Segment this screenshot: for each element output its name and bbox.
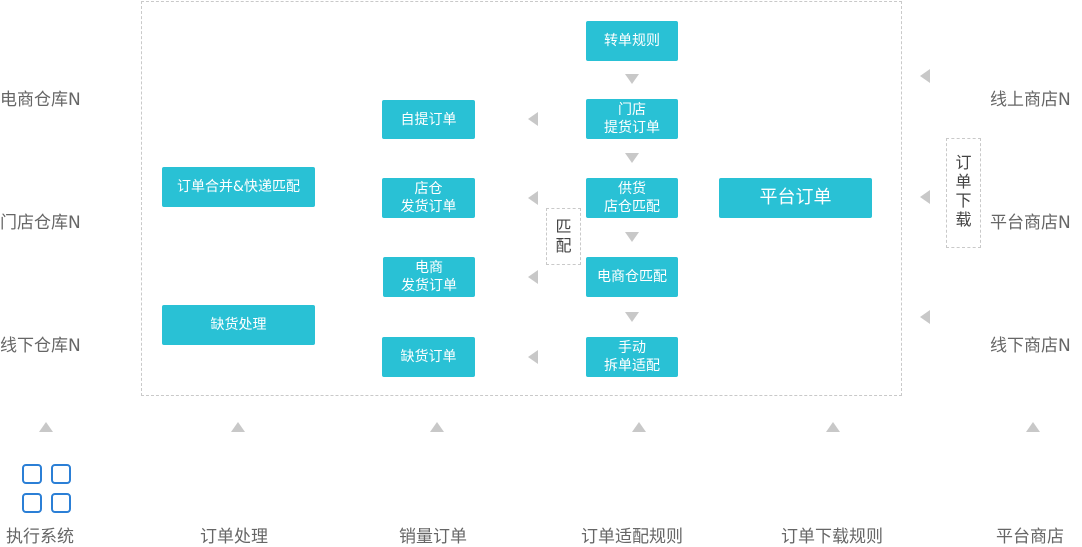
arrow-down-icon <box>625 232 639 242</box>
bottom-label-order-adapt-rules: 订单适配规则 <box>581 527 683 547</box>
match-tag: 匹 配 <box>555 217 572 255</box>
bottom-label-order-download-rules: 订单下载规则 <box>781 527 883 547</box>
download-tag: 订 单 下 载 <box>955 153 972 229</box>
pickup-order-box: 自提订单 <box>382 100 475 139</box>
arrow-up-icon <box>826 422 840 432</box>
ecommerce-ship-order-box: 电商 发货订单 <box>383 257 475 297</box>
arrow-up-icon <box>430 422 444 432</box>
arrow-left-icon <box>528 191 538 205</box>
arrow-left-icon <box>920 69 930 83</box>
left-warehouse-store: 门店仓库N <box>0 213 81 233</box>
right-store-platform: 平台商店N <box>990 213 1071 233</box>
ecommerce-warehouse-match-box: 电商仓匹配 <box>586 257 678 297</box>
bottom-label-sales-orders: 销量订单 <box>399 527 467 547</box>
store-pickup-order-box: 门店 提货订单 <box>586 99 678 139</box>
main-dashed-frame <box>141 1 902 396</box>
arrow-left-icon <box>920 310 930 324</box>
platform-order-box: 平台订单 <box>719 178 872 218</box>
shortage-order-box: 缺货订单 <box>382 337 475 377</box>
arrow-left-icon <box>528 112 538 126</box>
arrow-down-icon <box>625 312 639 322</box>
arrow-up-icon <box>231 422 245 432</box>
right-store-online: 线上商店N <box>990 90 1071 110</box>
four-squares-grid-icon <box>22 464 74 516</box>
shortage-handling-box: 缺货处理 <box>162 305 315 345</box>
arrow-down-icon <box>625 74 639 84</box>
left-warehouse-offline: 线下仓库N <box>0 336 81 356</box>
download-tag-frame <box>946 138 981 248</box>
order-merge-express-match-box: 订单合并&快递匹配 <box>162 167 315 207</box>
transfer-rule-box: 转单规则 <box>586 21 678 61</box>
arrow-left-icon <box>920 190 930 204</box>
bottom-label-platform-store: 平台商店 <box>996 527 1064 547</box>
bottom-label-order-processing: 订单处理 <box>200 527 268 547</box>
manual-split-adapt-box: 手动 拆单适配 <box>586 337 678 377</box>
arrow-left-icon <box>528 350 538 364</box>
arrow-left-icon <box>528 270 538 284</box>
supply-store-warehouse-match-box: 供货 店仓匹配 <box>586 178 678 218</box>
bottom-label-execution-system: 执行系统 <box>6 527 74 547</box>
arrow-down-icon <box>625 153 639 163</box>
arrow-up-icon <box>39 422 53 432</box>
right-store-offline: 线下商店N <box>990 336 1071 356</box>
arrow-up-icon <box>632 422 646 432</box>
arrow-up-icon <box>1026 422 1040 432</box>
store-warehouse-ship-order-box: 店仓 发货订单 <box>382 178 475 218</box>
match-tag-frame <box>546 208 581 265</box>
left-warehouse-ecommerce: 电商仓库N <box>0 90 81 110</box>
